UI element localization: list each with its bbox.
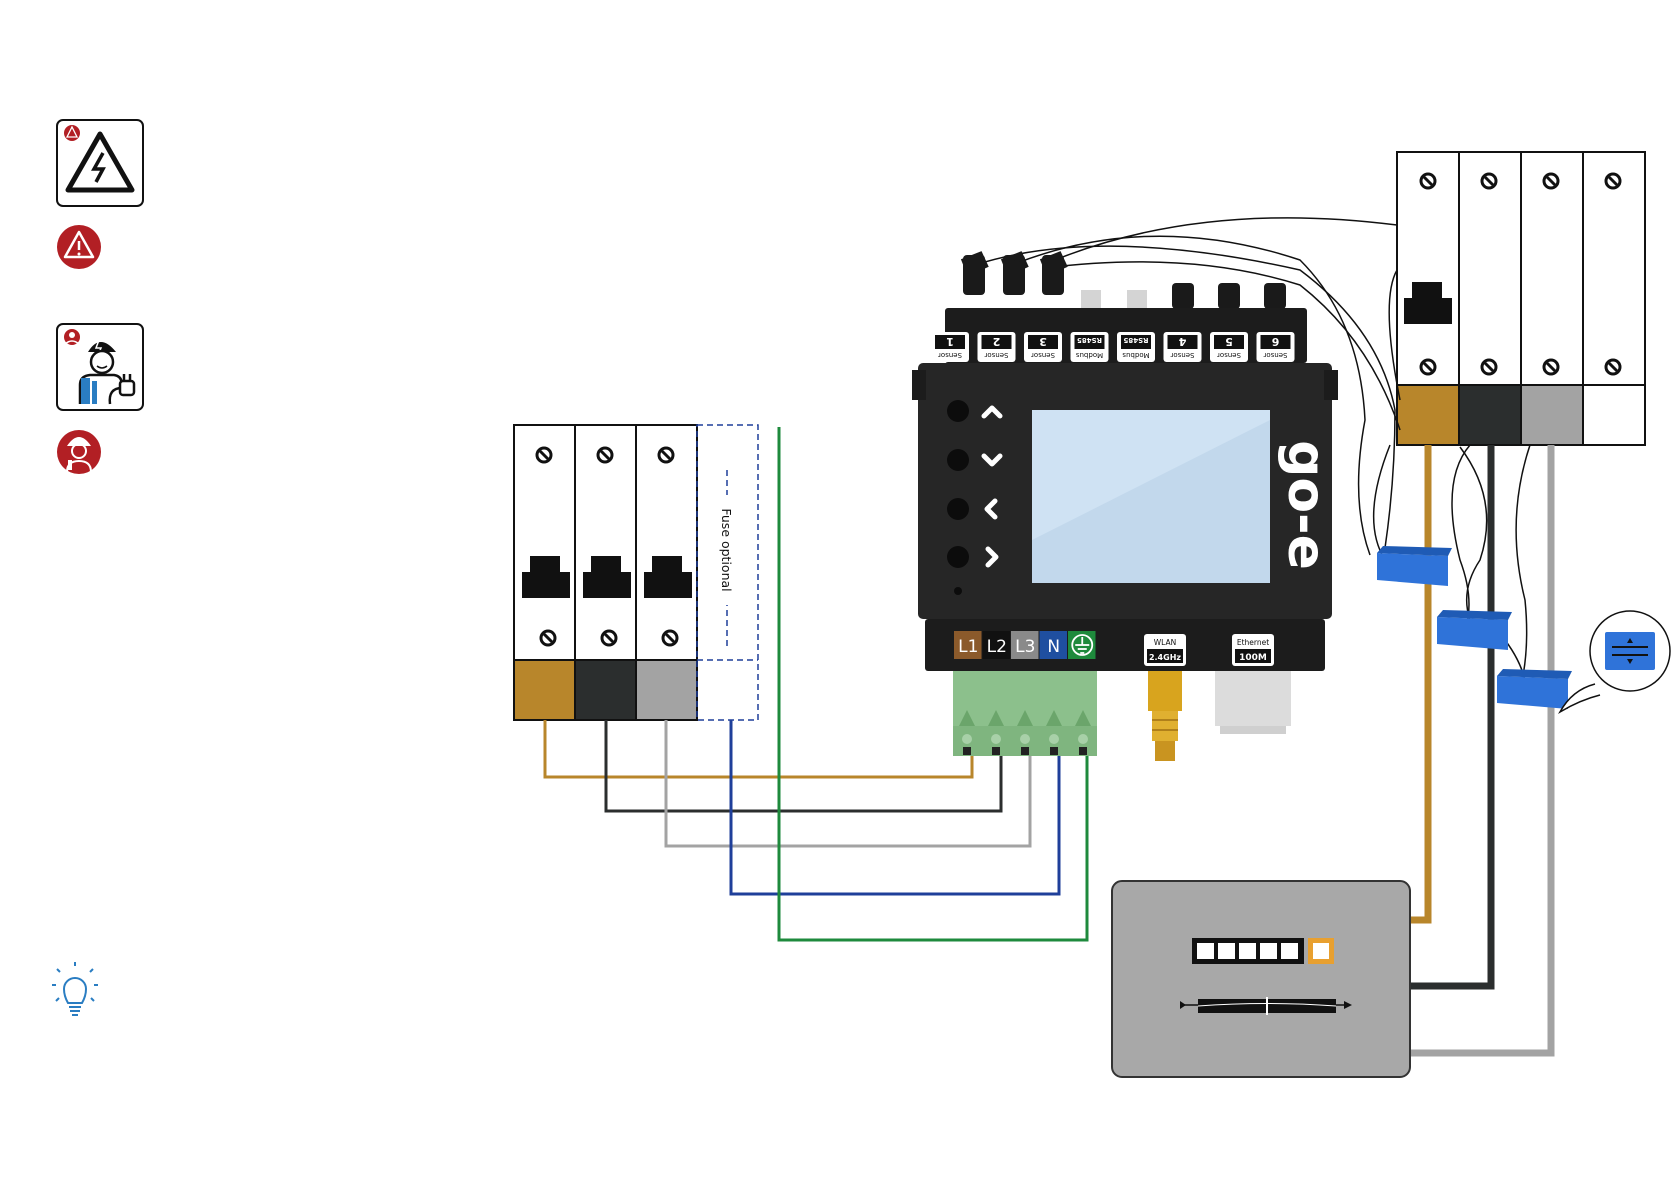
fuse-switch [522,556,692,598]
sensor-port-type: Sensor [938,351,962,359]
warning-icon [57,225,101,269]
sensor-port-type: Modbus [1122,351,1150,359]
terminal-label-pe [1068,631,1096,659]
terminal-text: N [1047,637,1060,657]
ct-detail-callout [1560,611,1670,712]
brand-logo: go-e [1276,440,1336,570]
electrician-icon [57,324,143,410]
svg-text:Ethernet: Ethernet [1237,638,1269,647]
sensor-port-type: Sensor [1031,351,1055,359]
electrical-hazard-icon [57,120,143,206]
button-down[interactable] [947,449,969,471]
ct-clamp-l3 [1497,669,1572,709]
ct-clamp-l1 [1377,546,1452,586]
wires-right-meter [1410,445,1551,1053]
svg-text:2.4GHz: 2.4GHz [1149,653,1181,662]
go-e-controller: 1Sensor2Sensor3SensorRS485ModbusRS485Mod… [912,255,1338,761]
button-left[interactable] [947,498,969,520]
button-right[interactable] [947,546,969,568]
ethernet-port[interactable] [1215,671,1291,734]
fuse-optional-label: Fuse optional [719,508,734,591]
fuse-box-left: Fuse optional [514,425,758,720]
sensor-port-number: 6 [1271,335,1279,348]
sensor-port-type: Sensor [1263,351,1287,359]
sensor-port-number: 4 [1178,335,1186,348]
svg-text:WLAN: WLAN [1154,638,1177,647]
sensor-port-type: Sensor [1170,351,1194,359]
grid-meter [1112,881,1410,1077]
terminal-label-n: N [1040,631,1068,659]
terminal-label-l1: L1 [954,631,982,659]
fuse-phase-l1 [514,660,575,720]
ethernet-label: Ethernet 100M [1232,634,1274,666]
terminal-labels: L1 L2 L3 N [954,631,1096,659]
sensor-plugs [962,255,1286,309]
meter-rotor-disc [1180,997,1352,1015]
fuse-box-right [1397,152,1645,445]
sensor-port-number: RS485 [1077,336,1102,344]
sensor-port-number: 5 [1225,335,1233,348]
sensor-port-number: 3 [1039,335,1047,348]
sensor-port-number: RS485 [1123,336,1148,344]
terminal-label-l3: L3 [1011,631,1039,659]
terminal-label-l2: L2 [983,631,1011,659]
sensor-port-type: Sensor [1217,351,1241,359]
fuse-phase-l3 [636,660,697,720]
wlan-label: WLAN 2.4GHz [1144,634,1186,666]
sensor-port-type: Modbus [1076,351,1104,359]
sensor-port-number: 2 [993,335,1001,348]
wire-l1 [545,720,972,777]
status-led [954,587,962,595]
svg-text:100M: 100M [1239,653,1267,663]
lightbulb-icon [52,962,98,1015]
ct-clamp-l2 [1437,610,1512,650]
terminal-block [953,671,1097,756]
terminal-text: L1 [958,637,978,657]
terminal-text: L3 [1015,637,1035,657]
button-up[interactable] [947,400,969,422]
fuse-phase-l2 [575,660,636,720]
terminal-text: L2 [987,637,1007,657]
sensor-port-type: Sensor [984,351,1008,359]
electrician-badge-icon [57,430,101,474]
antenna-connector[interactable] [1148,671,1182,761]
sensor-port-number: 1 [946,335,954,348]
